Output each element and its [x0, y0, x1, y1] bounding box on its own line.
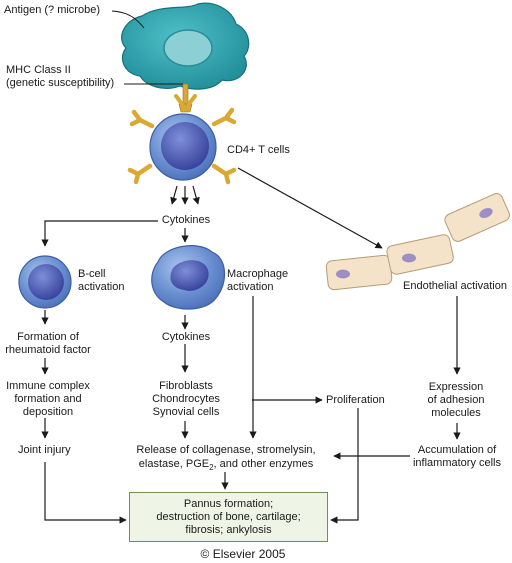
- pannus-label-line2: destruction of bone, cartilage;: [156, 510, 301, 523]
- fibroblasts-label: Fibroblasts: [159, 380, 213, 392]
- arrow-joint-to-pannus: [44, 462, 127, 524]
- immune-complex-label-line1: Immune complex: [6, 380, 90, 392]
- antigen-label: Antigen (? microbe): [4, 4, 100, 16]
- rf-label-line2: rheumatoid factor: [5, 344, 91, 356]
- endothelial-cells-icon: [325, 193, 510, 291]
- b-cell-icon: [18, 255, 72, 309]
- adhesion-label-line1: Expression: [428, 381, 484, 393]
- macrophage-icon: [151, 245, 226, 310]
- macrophage-label-line2: activation: [227, 281, 274, 293]
- pannus-label-line1: Pannus formation;: [183, 497, 274, 510]
- antigen-cell-icon: [121, 2, 250, 90]
- antigen-leader-line: [111, 10, 145, 29]
- adhesion-label-line2: of adhesion: [427, 394, 485, 406]
- copyright-label: © Elsevier 2005: [200, 547, 286, 561]
- cytokines-mid-label: Cytokines: [161, 331, 211, 343]
- mhc-receptor-icon: [174, 83, 197, 113]
- release-label-line1: Release of collagenase, stromelysin,: [136, 444, 316, 456]
- b-cell-label-line2: activation: [78, 281, 125, 293]
- accumulation-label-line2: inflammatory cells: [412, 457, 502, 469]
- arrow-tcell-to-endothelium: [237, 167, 383, 249]
- mhc-label-line2: (genetic susceptibility): [6, 77, 115, 89]
- accumulation-label-line1: Accumulation of: [417, 444, 497, 456]
- pannus-label-line3: fibrosis; ankylosis: [185, 523, 272, 536]
- macrophage-label-line1: Macrophage: [227, 268, 289, 280]
- adhesion-label-line3: molecules: [431, 407, 481, 419]
- cd4-t-cell-icon: [127, 107, 237, 185]
- immune-complex-label-line3: deposition: [22, 406, 74, 418]
- rf-label-line1: Formation of: [17, 331, 79, 343]
- joint-injury-label: Joint injury: [18, 444, 71, 456]
- release-label-line2: elastase, PGE2, and other enzymes: [138, 458, 314, 473]
- proliferation-label: Proliferation: [326, 394, 385, 406]
- arrow-cytokine-1: [170, 185, 178, 205]
- endothelial-activation-label: Endothelial activation: [403, 280, 507, 292]
- mhc-label-line1: MHC Class II: [6, 64, 71, 76]
- arrow-cytokine-3: [192, 185, 200, 205]
- cytokines-top-label: Cytokines: [161, 214, 211, 226]
- synovial-cells-label: Synovial cells: [152, 406, 220, 418]
- cd4-t-cells-label: CD4+ T cells: [227, 144, 290, 156]
- arrow-cytokines-to-bcell: [41, 220, 158, 247]
- chondrocytes-label: Chondrocytes: [152, 393, 220, 405]
- arrow-proliferation-to-pannus: [330, 408, 359, 524]
- immune-complex-label-line2: formation and: [14, 393, 82, 405]
- pannus-formation-box: Pannus formation; destruction of bone, c…: [129, 492, 328, 542]
- b-cell-label-line1: B-cell: [78, 268, 106, 280]
